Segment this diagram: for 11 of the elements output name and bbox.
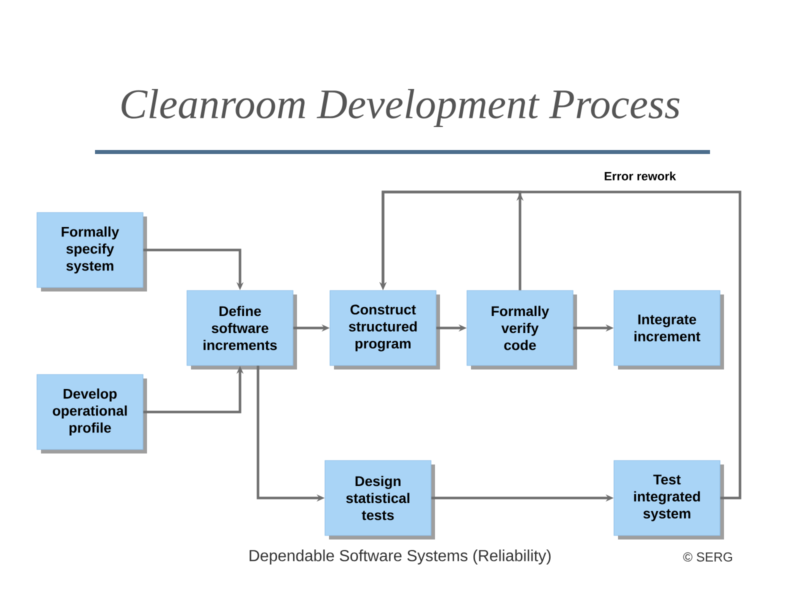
process-box: Formally specify system	[36, 212, 147, 292]
process-box: Formally verify code	[466, 290, 577, 370]
title: Cleanroom Development Process	[122, 88, 680, 128]
process-box: Test integrated system	[614, 460, 724, 540]
process-box: Construct structured program	[330, 290, 440, 370]
edge-label: Error rework	[603, 170, 678, 182]
footer-text: © SERG	[683, 552, 732, 562]
process-box: Develop operational profile	[36, 374, 147, 454]
process-box: Define software increments	[186, 290, 297, 370]
process-box: Integrate increment	[614, 290, 724, 370]
process-box: Design statistical tests	[324, 460, 435, 540]
